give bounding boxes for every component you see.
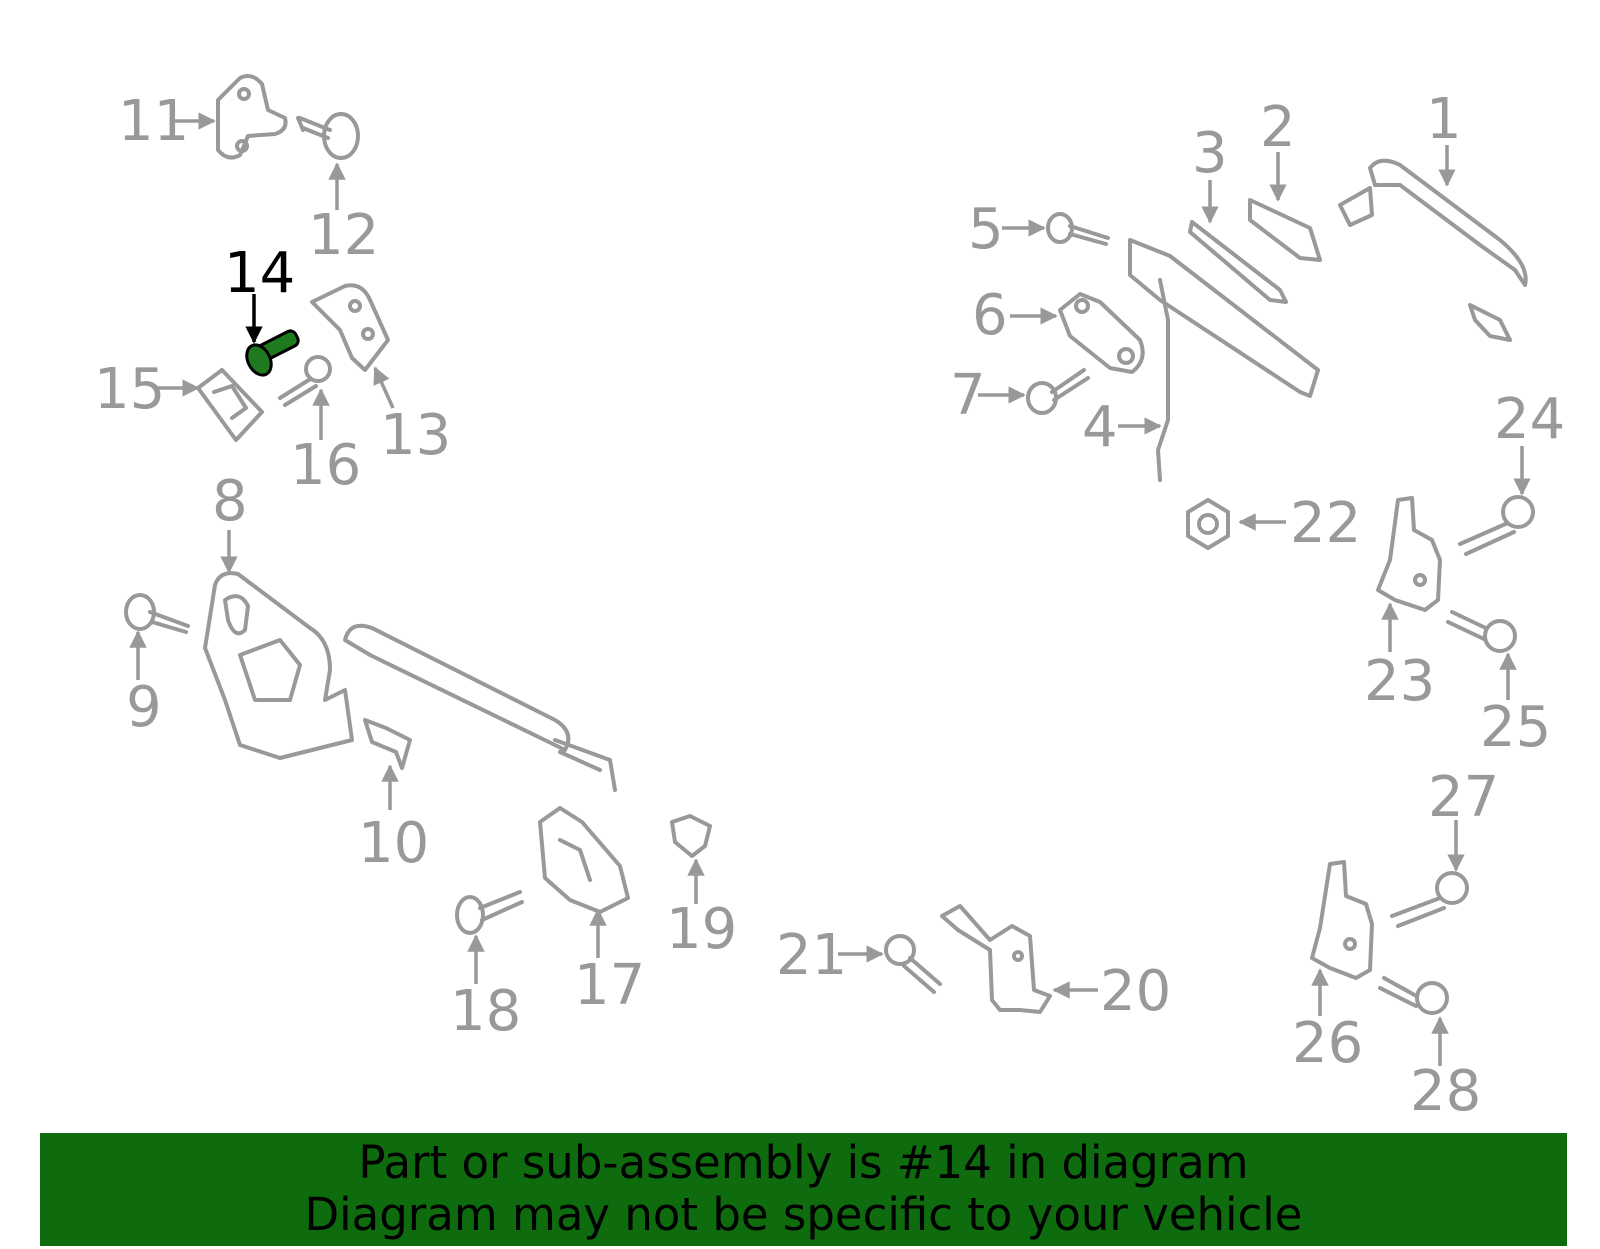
- callout-10: 10: [358, 811, 429, 876]
- part-27-bolt: [1390, 871, 1469, 928]
- callout-7: 7: [950, 363, 986, 428]
- callout-12: 12: [308, 203, 379, 268]
- leader-lines: [129, 112, 1531, 1066]
- part-25-bolt: [1446, 610, 1517, 653]
- callout-8: 8: [212, 469, 248, 534]
- banner-line-disclaimer: Diagram may not be specific to your vehi…: [304, 1188, 1303, 1241]
- callout-14: 14: [224, 241, 295, 306]
- part-6-bracket: [1058, 292, 1145, 374]
- part-19-clip: [670, 814, 712, 858]
- callout-1: 1: [1426, 87, 1462, 152]
- callout-22: 22: [1290, 491, 1361, 556]
- callout-3: 3: [1192, 121, 1228, 186]
- part-24-bolt: [1458, 495, 1535, 556]
- part-10-clip: [363, 718, 412, 770]
- callout-13: 13: [380, 403, 451, 468]
- part-11-striker-plate: [216, 74, 288, 160]
- callout-19: 19: [666, 897, 737, 962]
- callout-23: 23: [1364, 649, 1435, 714]
- callout-2: 2: [1260, 95, 1296, 160]
- callout-11: 11: [118, 89, 189, 154]
- callout-labels: 1 2 3 4 5 6 7 8 9 10 11 12 13 14 15 16 1…: [94, 87, 1565, 1124]
- part-5-screw: [1046, 212, 1110, 246]
- part-20-check-link: [940, 904, 1052, 1014]
- part-12-screw: [296, 112, 360, 160]
- part-8-latch-assembly: [203, 571, 617, 792]
- part-7-screw: [1026, 368, 1090, 415]
- part-26-hinge: [1310, 860, 1374, 980]
- callout-28: 28: [1410, 1059, 1481, 1124]
- part-21-bolt: [884, 934, 942, 994]
- part-handle-frame: [1128, 238, 1320, 398]
- callout-26: 26: [1292, 1011, 1363, 1076]
- callout-24: 24: [1494, 387, 1565, 452]
- part-18-screw: [455, 890, 524, 935]
- part-1-outside-handle: [1338, 158, 1528, 342]
- callout-25: 25: [1480, 695, 1551, 760]
- part-16-bolt: [278, 355, 332, 407]
- part-23-hinge: [1376, 496, 1442, 612]
- callout-27: 27: [1428, 765, 1499, 830]
- part-4-rod: [1156, 278, 1170, 482]
- callout-16: 16: [290, 433, 361, 498]
- callout-17: 17: [574, 953, 645, 1018]
- part-9-screw: [124, 593, 190, 634]
- part-17-cover: [538, 806, 630, 914]
- callout-20: 20: [1100, 959, 1171, 1024]
- part-2-cap: [1248, 198, 1322, 262]
- callout-6: 6: [972, 283, 1008, 348]
- part-14-bolt-highlighted: [245, 329, 300, 377]
- callout-4: 4: [1082, 395, 1118, 460]
- callout-15: 15: [94, 357, 165, 422]
- part-28-bolt: [1378, 976, 1449, 1015]
- callout-18: 18: [450, 979, 521, 1044]
- callout-5: 5: [968, 197, 1004, 262]
- callout-9: 9: [126, 675, 162, 740]
- banner-line-part-number: Part or sub-assembly is #14 in diagram: [358, 1136, 1249, 1189]
- part-3-gasket: [1188, 220, 1288, 304]
- part-13-bracket: [310, 283, 390, 372]
- part-15-clip: [196, 368, 264, 442]
- callout-21: 21: [776, 923, 847, 988]
- part-22-nut: [1186, 498, 1230, 550]
- info-banner: Part or sub-assembly is #14 in diagram D…: [40, 1133, 1567, 1246]
